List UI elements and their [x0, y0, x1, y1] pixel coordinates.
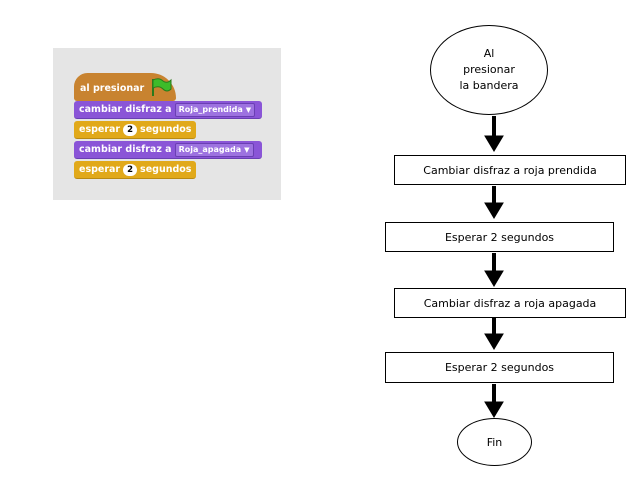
flowchart-start: Al presionar la bandera	[430, 25, 548, 115]
block-text: esperar	[79, 124, 121, 135]
dropdown-caret-icon: ▼	[245, 105, 252, 114]
hat-block-when-flag-clicked[interactable]: al presionar	[74, 73, 176, 101]
seconds-input[interactable]: 2	[123, 163, 138, 176]
block-suffix: segundos	[140, 124, 192, 135]
dropdown-caret-icon: ▼	[244, 145, 250, 154]
flowchart-end: Fin	[457, 418, 532, 466]
seconds-input[interactable]: 2	[123, 123, 138, 136]
flowchart-step-3: Cambiar disfraz a roja apagada	[394, 288, 626, 318]
hat-block-label: al presionar	[80, 83, 145, 94]
block-text: cambiar disfraz a	[79, 104, 172, 115]
block-suffix: segundos	[140, 164, 192, 175]
block-text: esperar	[79, 164, 121, 175]
flowchart-step-1: Cambiar disfraz a roja prendida	[394, 155, 626, 185]
flowchart-step-4: Esperar 2 segundos	[385, 352, 614, 383]
block-text: cambiar disfraz a	[79, 144, 172, 155]
green-flag-icon	[152, 78, 172, 96]
flowchart-step-2: Esperar 2 segundos	[385, 222, 614, 252]
costume-dropdown[interactable]: Roja_apagada▼	[174, 142, 254, 157]
costume-dropdown[interactable]: Roja_prendida▼	[174, 102, 256, 117]
arrow-1-head	[484, 135, 504, 152]
